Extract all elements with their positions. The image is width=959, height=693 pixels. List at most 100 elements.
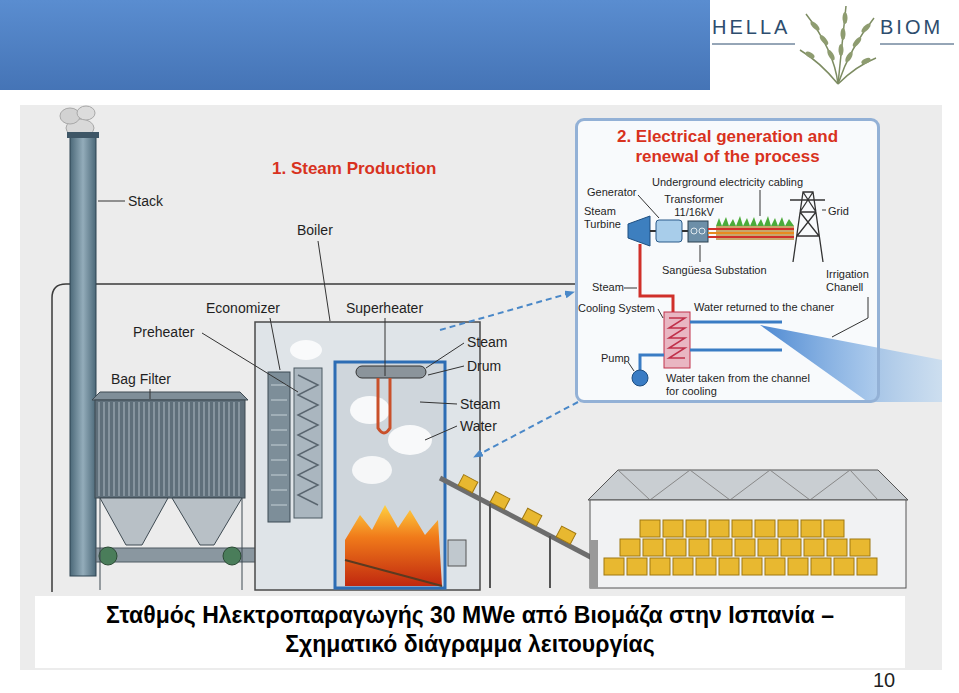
bag-filter-part [95, 400, 245, 498]
biomass-bale [834, 558, 854, 575]
filter-rib [103, 402, 105, 496]
boiler-building [255, 322, 480, 590]
page-number: 10 [873, 669, 895, 692]
biomass-bale [857, 558, 877, 575]
filter-rib [203, 402, 205, 496]
boiler-building-part [335, 362, 445, 588]
conveyor-part [489, 504, 491, 588]
leader-lines-part [318, 241, 330, 321]
biomass-bale [689, 539, 709, 556]
logo-mark-part [880, 44, 954, 45]
part-label: Superheater [346, 300, 423, 316]
part-label: Stack [128, 193, 163, 209]
filter-rib [173, 402, 175, 496]
leader-lines-part [700, 245, 701, 262]
logo-mark-part-part [826, 49, 836, 62]
biomass-bale [663, 520, 683, 537]
part-label: Bag Filter [111, 371, 171, 387]
logo-mark-part [712, 44, 795, 45]
logo-text: HELLA [712, 16, 790, 39]
ducts-part [99, 547, 117, 565]
biomass-bale [801, 520, 821, 537]
boiler-building-part [268, 372, 290, 522]
filter-rib [133, 402, 135, 496]
generation-drawing-part [708, 232, 794, 234]
filter-rib [108, 402, 110, 496]
conveyor-part [440, 478, 600, 562]
conveyor [440, 475, 600, 588]
logo-mark-part [804, 12, 872, 65]
filter-rib [163, 402, 165, 496]
storage-building-part [590, 540, 598, 588]
generation-drawing-part [708, 228, 794, 230]
filter-rib [138, 402, 140, 496]
biomass-bale [556, 526, 576, 544]
generation-drawing-part [790, 192, 825, 262]
leader-lines-part [270, 318, 280, 370]
boiler-building-part [290, 340, 322, 360]
biomass-bale [490, 491, 510, 509]
leader-lines-part [150, 389, 151, 399]
logo-mark-part-part [841, 28, 846, 40]
logo-text: BIOM [880, 16, 943, 39]
leader-lines-part [638, 195, 659, 218]
logo-mark-part-part [860, 22, 872, 34]
generation-drawing-part [690, 321, 782, 324]
logo-mark-part [838, 18, 874, 84]
biomass-bale [824, 520, 844, 537]
filter-rib [188, 402, 190, 496]
generation-drawing-part [650, 230, 656, 232]
bag-filter-part [172, 498, 242, 545]
part-label: Steam [467, 334, 507, 350]
bag-filter [92, 392, 248, 590]
logo-mark [712, 6, 954, 84]
bag-filter-part [242, 498, 243, 590]
part-label: Water returned to the chaner [694, 301, 834, 314]
generation-drawing-part [682, 230, 688, 232]
logo-mark-part-part [818, 34, 830, 46]
stack-part [67, 132, 99, 138]
part-label: Boiler [297, 222, 333, 238]
biomass-bale [712, 539, 732, 556]
boiler-building-part [352, 456, 392, 484]
part-label: Pump [601, 352, 630, 365]
panel-heading: 2. Electrical generation and renewal of … [585, 127, 870, 168]
bag-filter-part [99, 402, 239, 496]
bag-filter-part [92, 392, 248, 400]
filter-rib [183, 402, 185, 496]
storage-building-part [588, 470, 908, 500]
filter-rib [223, 402, 225, 496]
biomass-bale [811, 558, 831, 575]
caption-text: Σταθμός Ηλεκτροπαραγωγής 30 MWe από Βιομ… [75, 596, 865, 659]
filter-rib [228, 402, 230, 496]
generation-drawing-part [708, 236, 794, 238]
part-label: Steam [592, 281, 624, 294]
logo-mark-part-part [860, 57, 871, 66]
filter-rib [113, 402, 115, 496]
filter-rib [238, 402, 240, 496]
biomass-bale [742, 558, 762, 575]
filter-rib [218, 402, 220, 496]
filter-rib [158, 402, 160, 496]
bag-filter-part [100, 498, 101, 590]
logo-mark-part-part [844, 51, 854, 64]
boiler-building-part [298, 375, 318, 505]
biomass-bale [850, 539, 870, 556]
filter-rib [98, 402, 100, 496]
biomass-bale [765, 558, 785, 575]
part-label: Sangüesa Substation [662, 264, 767, 277]
biomass-bale [696, 558, 716, 575]
flow-arrow [440, 292, 574, 330]
boiler-building-part [378, 378, 390, 433]
biomass-bale [686, 520, 706, 537]
part-label: Preheater [133, 324, 194, 340]
storage-building-part [604, 520, 877, 575]
biomass-bale [788, 558, 808, 575]
biomass-bale [755, 520, 775, 537]
generation-drawing [628, 192, 825, 386]
part-label: Underground electricity cabling [652, 176, 803, 189]
plant-boundary [52, 284, 582, 592]
part-label: Steam [460, 396, 500, 412]
biomass-bale [827, 539, 847, 556]
logo-mark-part-part [839, 44, 844, 56]
